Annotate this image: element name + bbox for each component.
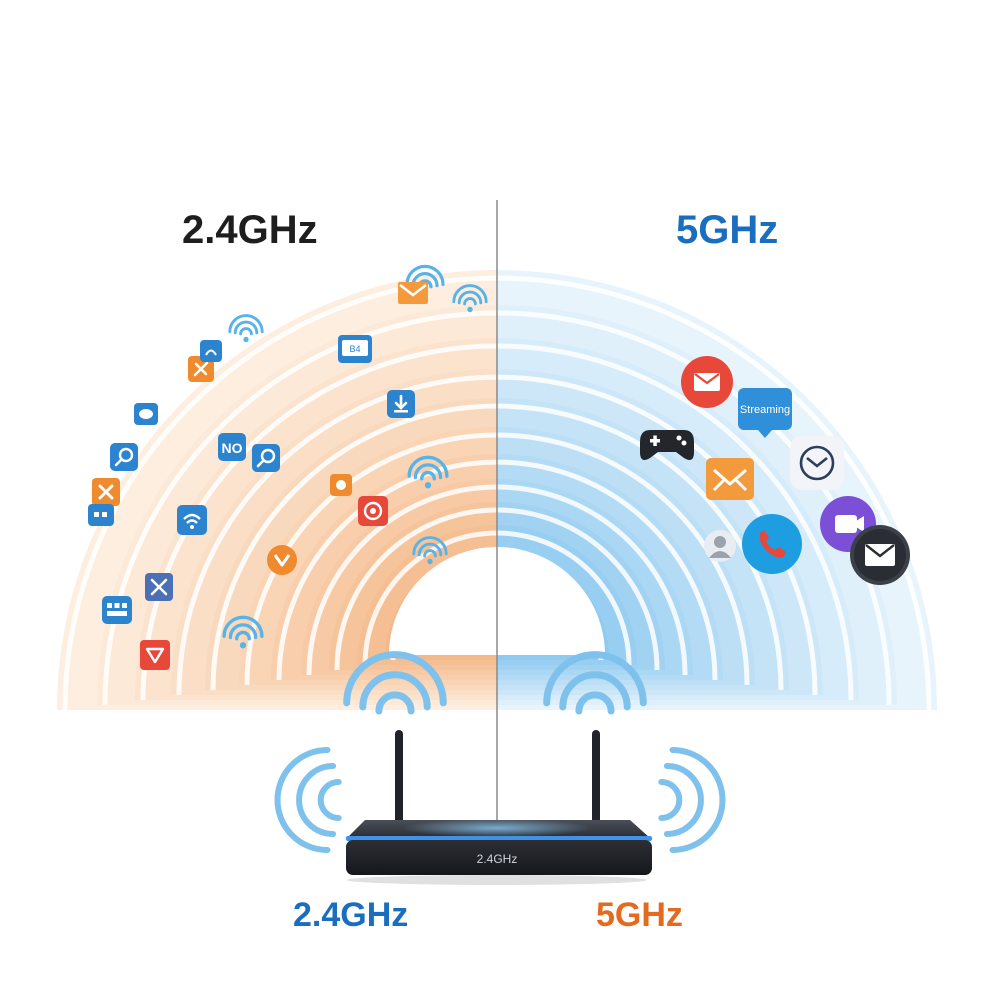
wifi-arc [405,264,445,286]
wifi-arc [543,651,647,707]
chat-icon [134,403,158,425]
download-icon [387,390,415,418]
search-icon [252,444,280,472]
router-antenna-right [592,730,600,825]
no-sign-icon: NO [218,433,246,461]
streaming-icon: Streaming [738,388,792,438]
wifi-icon [452,284,488,313]
router-label: 2.4GHz [477,852,518,866]
band-5ghz-icons: Streaming [640,356,910,585]
tools-icon [188,356,214,382]
wifi-arc [669,747,726,853]
app-screen-icon-label: B4 [349,344,360,354]
contact-icon [704,530,736,562]
device-icon [88,504,114,526]
wifi-dot [467,306,473,313]
wifi-arc [413,463,443,480]
streaming-icon-label: Streaming [740,404,790,416]
wifi-arc [575,691,615,715]
coverage-ring-divider [497,507,660,671]
coverage-ring-divider [497,484,688,676]
wifi-arc [452,284,488,304]
wifi-arc [658,779,683,821]
wifi-arc [375,691,415,715]
wifi-arc [343,651,447,707]
router-shadow [347,875,647,885]
wifi-app-icon [177,505,207,535]
wifi-signal-up-right [543,651,647,715]
router-body [346,840,652,875]
wifi-arc [463,297,477,306]
coverage-ring-divider [362,530,497,666]
coverage-ring-divider [497,459,718,681]
wifi-arc [423,549,437,558]
target-icon [358,496,388,526]
wifi-arc [233,320,259,335]
title-24ghz: 2.4GHz [182,208,318,252]
wifi-icon [222,615,264,649]
wifi-dot [243,336,249,343]
wifi-arc [239,327,253,336]
wifi-arc [412,536,448,556]
coverage-ring-divider [497,432,750,686]
wifi-icon [412,536,448,565]
coverage-center [389,547,497,655]
magnifier-icon [110,443,138,471]
wifi-arc [296,763,337,837]
wifi-dot [239,642,247,649]
app-screen-icon: B4 [338,335,372,363]
wifi-signal-side-right [658,747,726,853]
wifi-arc [559,671,631,711]
wifi-arc [317,779,342,821]
settings-app-icon [145,573,173,601]
wifi-dot [424,482,432,489]
badge-icon [267,545,297,575]
coverage-ring-divider [497,343,854,701]
coverage-ring-divider [497,530,632,666]
router-glow-strip [346,836,652,841]
coverage-ring-divider [497,275,932,711]
gamepad-icon [640,430,694,460]
title-5ghz: 5GHz [676,208,779,252]
wifi-signal-up-left [343,651,447,715]
wifi-icon [228,314,264,343]
orange-app-icon [330,474,352,496]
wifi-arc [222,615,264,638]
wifi-arc [663,763,704,837]
keypad-icon [102,596,132,624]
mail-app-icon [790,436,844,490]
wifi-arc [420,470,436,481]
wifi-arc [411,272,439,288]
wifi-signal-side-left [274,747,342,853]
wifi-dot [427,558,433,565]
router-top-glow [402,819,592,837]
router-antenna-left [395,730,403,825]
band-24ghz-coverage [57,270,497,711]
coverage-center [497,547,605,655]
phone-icon [742,514,802,574]
router: 2.4GHz [346,730,652,885]
mail-icon [681,356,733,408]
cross-icon [92,478,120,506]
video-mail-icon [706,458,754,500]
wifi-arc [417,542,443,557]
caption-24ghz: 2.4GHz [293,896,409,934]
shield-icon [140,640,170,670]
wifi-arc [407,455,449,478]
wifi-arc [235,630,251,641]
wifi-arc [457,290,483,305]
mail-icon [398,282,428,304]
wifi-arc [274,747,331,853]
wifi-icon [407,455,449,489]
band-24ghz-icons: B4 NO [88,264,488,670]
mail-icon [850,525,910,585]
wifi-arc [228,314,264,334]
wifi-icon [200,340,222,362]
wifi-arc [228,623,258,640]
no-sign-icon-label: NO [222,440,243,456]
caption-5ghz: 5GHz [596,896,683,934]
wifi-arc [359,671,431,711]
